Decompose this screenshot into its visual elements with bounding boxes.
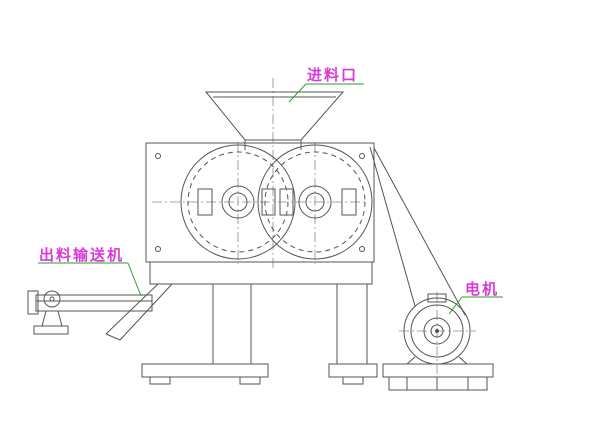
leader-lines <box>38 83 503 315</box>
hopper <box>204 91 345 150</box>
feed-inlet-leader-line <box>288 83 364 103</box>
discharge-conveyor-leader-line <box>38 262 142 297</box>
left-roller <box>180 144 296 260</box>
feed-inlet-label: 进料口 <box>307 66 359 84</box>
motor-label: 电机 <box>465 280 500 298</box>
discharge-conveyor-label: 出料输送机 <box>39 246 125 264</box>
right-roller <box>257 144 373 260</box>
drive-belt <box>369 146 466 316</box>
centerlines <box>152 78 476 374</box>
discharge-conveyor <box>27 290 153 335</box>
stand <box>105 261 378 385</box>
motor-base <box>382 363 494 391</box>
main-housing <box>145 142 375 263</box>
motor-leader-line <box>448 296 503 315</box>
